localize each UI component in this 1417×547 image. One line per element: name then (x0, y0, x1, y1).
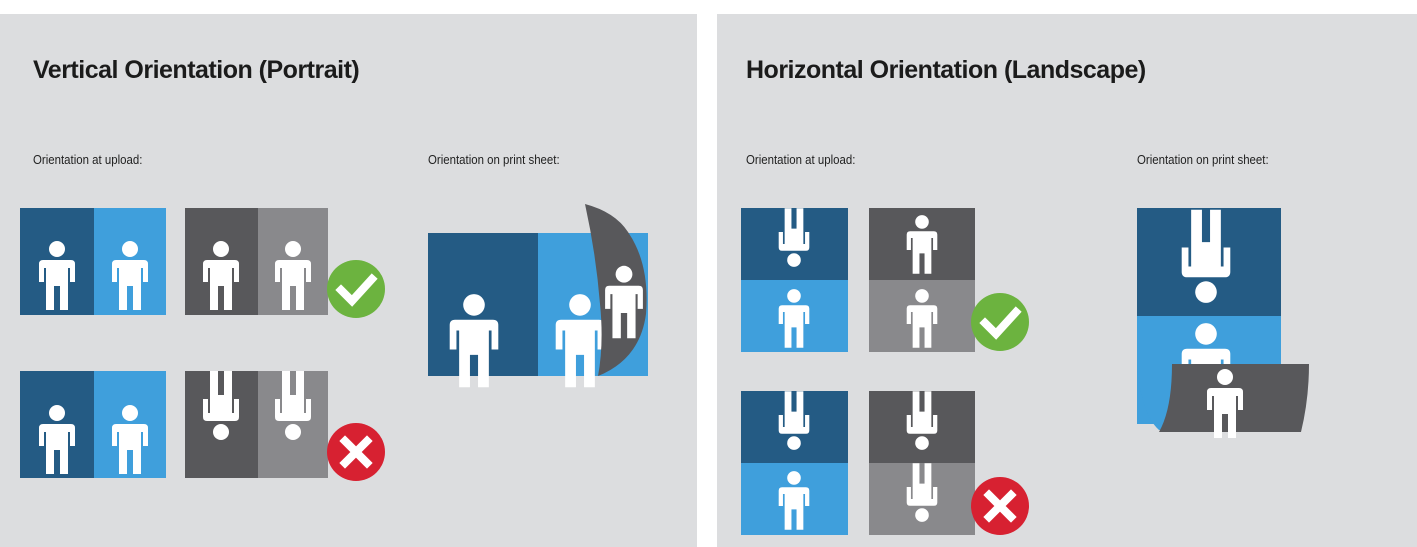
portrait-wrong-gray-pair (185, 371, 328, 478)
portrait-correct-blue-pair (20, 208, 166, 315)
portrait-title: Vertical Orientation (Portrait) (33, 56, 360, 84)
landscape-title: Horizontal Orientation (Landscape) (746, 56, 1146, 84)
cross-icon (327, 423, 385, 481)
portrait-correct-gray-pair (185, 208, 328, 315)
landscape-wrong-gray-stack (869, 391, 975, 535)
portrait-print-sheet (428, 204, 648, 388)
portrait-panel: Vertical Orientation (Portrait) Orientat… (0, 14, 697, 547)
checkmark-icon (327, 260, 385, 318)
cross-icon (971, 477, 1029, 535)
portrait-wrong-blue-pair (20, 371, 166, 478)
checkmark-icon (971, 293, 1029, 351)
landscape-print-sheet (1137, 208, 1309, 438)
portrait-upload-label: Orientation at upload: (33, 152, 143, 167)
landscape-wrong-blue-stack (741, 391, 848, 535)
landscape-illustration (741, 208, 1309, 547)
landscape-panel: Horizontal Orientation (Landscape) Orien… (717, 14, 1417, 547)
landscape-upload-label: Orientation at upload: (746, 152, 856, 167)
landscape-correct-blue-stack (741, 208, 848, 352)
portrait-illustration (20, 204, 648, 547)
portrait-print-label: Orientation on print sheet: (428, 152, 560, 167)
landscape-correct-gray-stack (869, 208, 975, 352)
landscape-print-label: Orientation on print sheet: (1137, 152, 1269, 167)
